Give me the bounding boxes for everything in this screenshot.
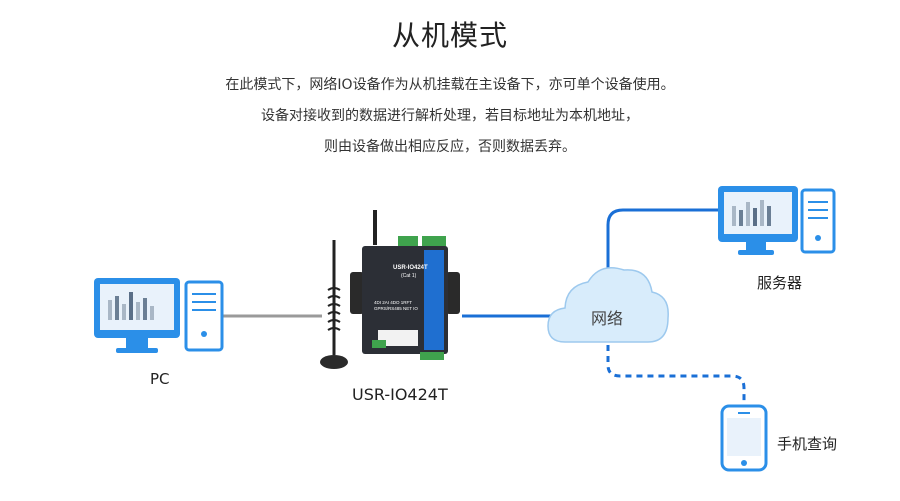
server-icon xyxy=(718,186,836,255)
page-title: 从机模式 xyxy=(391,19,508,52)
description-line-2: 设备对接收到的数据进行解析处理，若目标地址为本机地址， xyxy=(261,108,639,124)
network-phone-link xyxy=(606,345,746,404)
network-cloud xyxy=(547,267,669,343)
pc-icon xyxy=(94,278,224,353)
description-line-1: 在此模式下，网络IO设备作为从机挂载在主设备下，亦可单个设备使用。 xyxy=(225,77,675,93)
device-brand-text: USR-IO424T xyxy=(393,265,428,271)
phone-label: 手机查询 xyxy=(777,435,838,453)
io-device xyxy=(350,210,460,360)
server-label: 服务器 xyxy=(757,274,803,292)
device-spec1-text: 4DI 2AI 4DO 1RFT xyxy=(374,300,412,305)
device-label: USR-IO424T xyxy=(352,385,448,404)
phone-icon xyxy=(720,404,768,472)
antenna-icon xyxy=(320,240,348,369)
device-sub-text: (Cat 1) xyxy=(401,273,417,279)
device-spec2-text: GPRS/RS485 NET IO xyxy=(374,306,418,311)
pc-label: PC xyxy=(150,370,170,388)
network-label: 网络 xyxy=(591,309,624,328)
description-line-3: 则由设备做出相应反应，否则数据丢弃。 xyxy=(324,139,576,155)
network-server-link xyxy=(606,208,722,275)
